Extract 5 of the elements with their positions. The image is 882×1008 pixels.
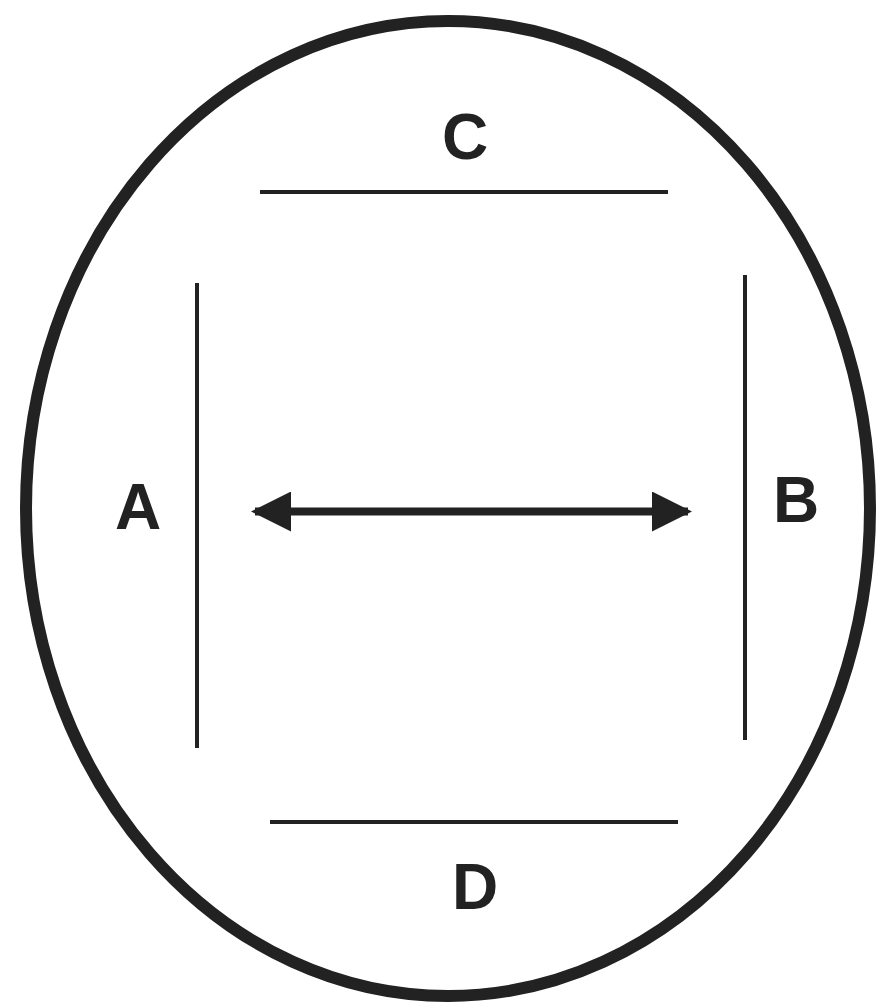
letter-label: D bbox=[452, 855, 499, 919]
letter-label: B bbox=[773, 468, 820, 532]
letter-label: A bbox=[115, 475, 162, 539]
letter-label: C bbox=[442, 105, 489, 169]
double-arrow bbox=[251, 491, 692, 532]
